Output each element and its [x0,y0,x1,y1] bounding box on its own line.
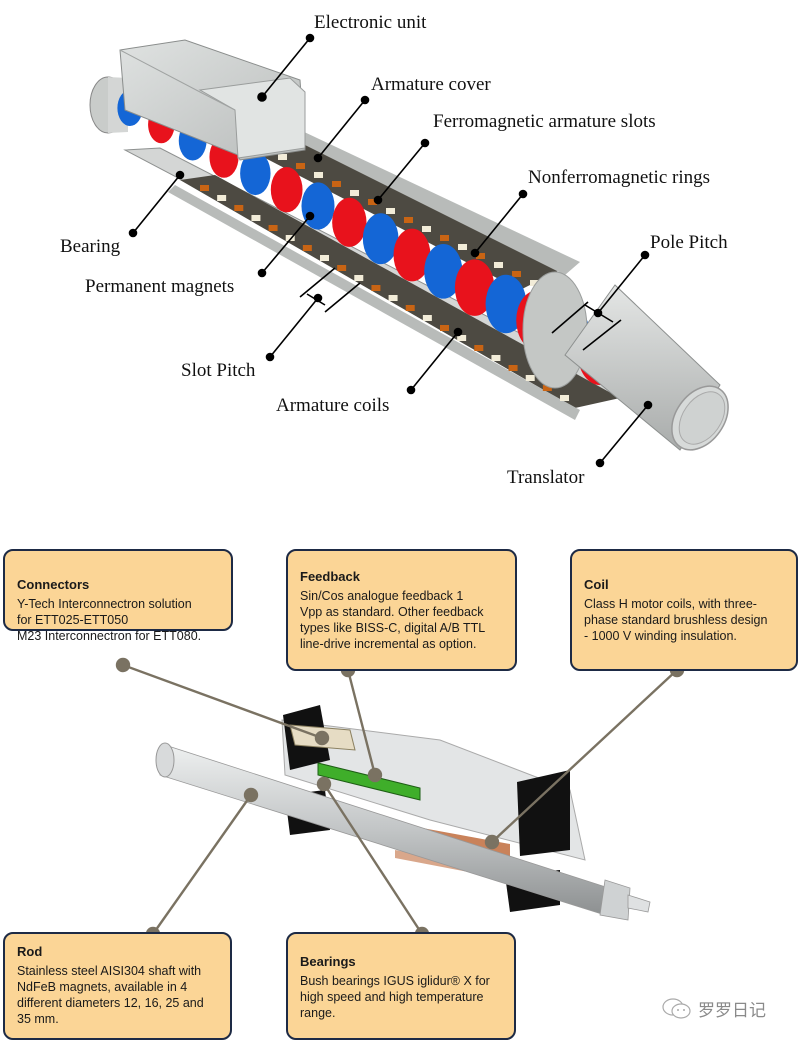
callout-rod-line: 35 mm. [17,1012,59,1026]
callout-coil: Coil Class H motor coils, with three- ph… [570,549,798,671]
armature-coil [337,265,347,271]
armature-coil [296,163,305,169]
wechat-icon [662,997,691,1019]
armature-slot [422,315,432,321]
callout-rod-line: NdFeB magnets, available in 4 [17,980,188,994]
callout-feedback-line: types like BISS-C, digital A/B TTL [300,621,486,635]
callout-rod-line: different diameters 12, 16, 25 and [17,996,204,1010]
motor-cutaway-illustration [89,33,729,468]
label-translator: Translator [507,467,585,488]
armature-slot [217,195,227,201]
armature-slot [320,255,329,261]
translator-rod [564,284,729,451]
lower-armature-channel [123,147,642,420]
magnet-ring [240,151,271,196]
housing-black-block-right [517,770,570,856]
armature-coil [508,365,518,371]
armature-slot [314,172,323,178]
electronic-unit-housing [119,39,306,161]
callout-bearings: Bearings Bush bearings IGUS iglidur® X f… [286,932,516,1040]
armature-coil [368,199,377,205]
magnet-ring [332,197,367,247]
watermark: 罗罗日记 [662,996,766,1021]
armature-slot [251,215,261,221]
armature-coil [404,217,413,223]
armature-slot [458,244,467,250]
label-electronic-unit: Electronic unit [314,12,427,33]
armature-slot [285,235,295,241]
watermark-text: 罗罗日记 [698,1001,766,1020]
armature-coil [476,253,485,259]
label-armature-cover: Armature cover [371,74,491,95]
callout-feedback-title: Feedback [300,569,360,584]
armature-coil [332,181,341,187]
callout-rod: Rod Stainless steel AISI304 shaft with N… [3,932,232,1040]
armature-slot [530,280,539,286]
armature-slot [525,375,535,381]
label-bearing: Bearing [60,236,121,257]
armature-coil [371,285,381,291]
armature-slot [278,154,287,160]
label-armature-coils: Armature coils [276,395,390,416]
callout-bearings-title: Bearings [300,954,356,969]
armature-coil [234,205,244,211]
armature-slot [354,275,364,281]
callout-feedback-line: Vpp as standard. Other feedback [300,605,484,619]
armature-coil [302,245,312,251]
armature-slot [560,395,569,401]
magnet-ring [270,167,303,213]
armature-slot [494,262,503,268]
armature-slot [422,226,431,232]
callout-coil-line: phase standard brushless design [584,613,768,627]
armature-coil [440,235,449,241]
callout-bearings-line: high speed and high temperature [300,990,484,1004]
label-permanent-magnets: Permanent magnets [85,276,235,297]
armature-coil [440,325,449,331]
leader-lines [128,33,653,468]
label-pole-pitch: Pole Pitch [650,232,728,253]
callout-connectors-line: for ETT025-ETT050 [17,613,129,627]
magnet-ring [362,213,399,265]
magnet-ring [485,274,527,334]
armature-coil [268,225,278,231]
magnet-ring [301,182,335,230]
label-slot-pitch: Slot Pitch [181,360,256,381]
callout-feedback-line: Sin/Cos analogue feedback 1 [300,589,464,603]
label-ferromagnetic-armature-slots: Ferromagnetic armature slots [433,111,656,132]
magnet-ring [424,244,463,299]
callout-coil-line: Class H motor coils, with three- [584,597,757,611]
magnet-ring [454,259,495,316]
armature-slot [388,295,398,301]
callout-feedback-line: line-drive incremental as option. [300,637,477,651]
lower-coil-slots [200,185,569,401]
callout-coil-line: - 1000 V winding insulation. [584,629,737,643]
label-nonferromagnetic-rings: Nonferromagnetic rings [528,167,711,188]
armature-coil [405,305,415,311]
armature-slot [491,355,501,361]
callout-bearings-line: Bush bearings IGUS iglidur® X for [300,974,490,988]
armature-coil [542,385,552,391]
armature-coil [474,345,484,351]
callout-coil-title: Coil [584,577,609,592]
callout-connectors-title: Connectors [17,577,90,592]
callout-connectors-line: Y-Tech Interconnectron solution [17,597,192,611]
feedback-pcb [317,762,421,801]
armature-slot [386,208,395,214]
armature-coil [200,185,209,191]
armature-coil [512,271,521,277]
callout-rod-line: Stainless steel AISI304 shaft with [17,964,202,978]
armature-slot [350,190,359,196]
callout-bearings-line: range. [300,1006,336,1020]
callout-rod-title: Rod [17,944,43,959]
armature-slot [457,335,467,341]
callout-connectors-line: M23 Interconnectron for ETT080. [17,629,202,643]
callout-feedback: Feedback Sin/Cos analogue feedback 1 Vpp… [286,549,517,671]
magnet-ring [393,228,431,282]
callout-connectors: Connectors Y-Tech Interconnectron soluti… [3,549,233,643]
